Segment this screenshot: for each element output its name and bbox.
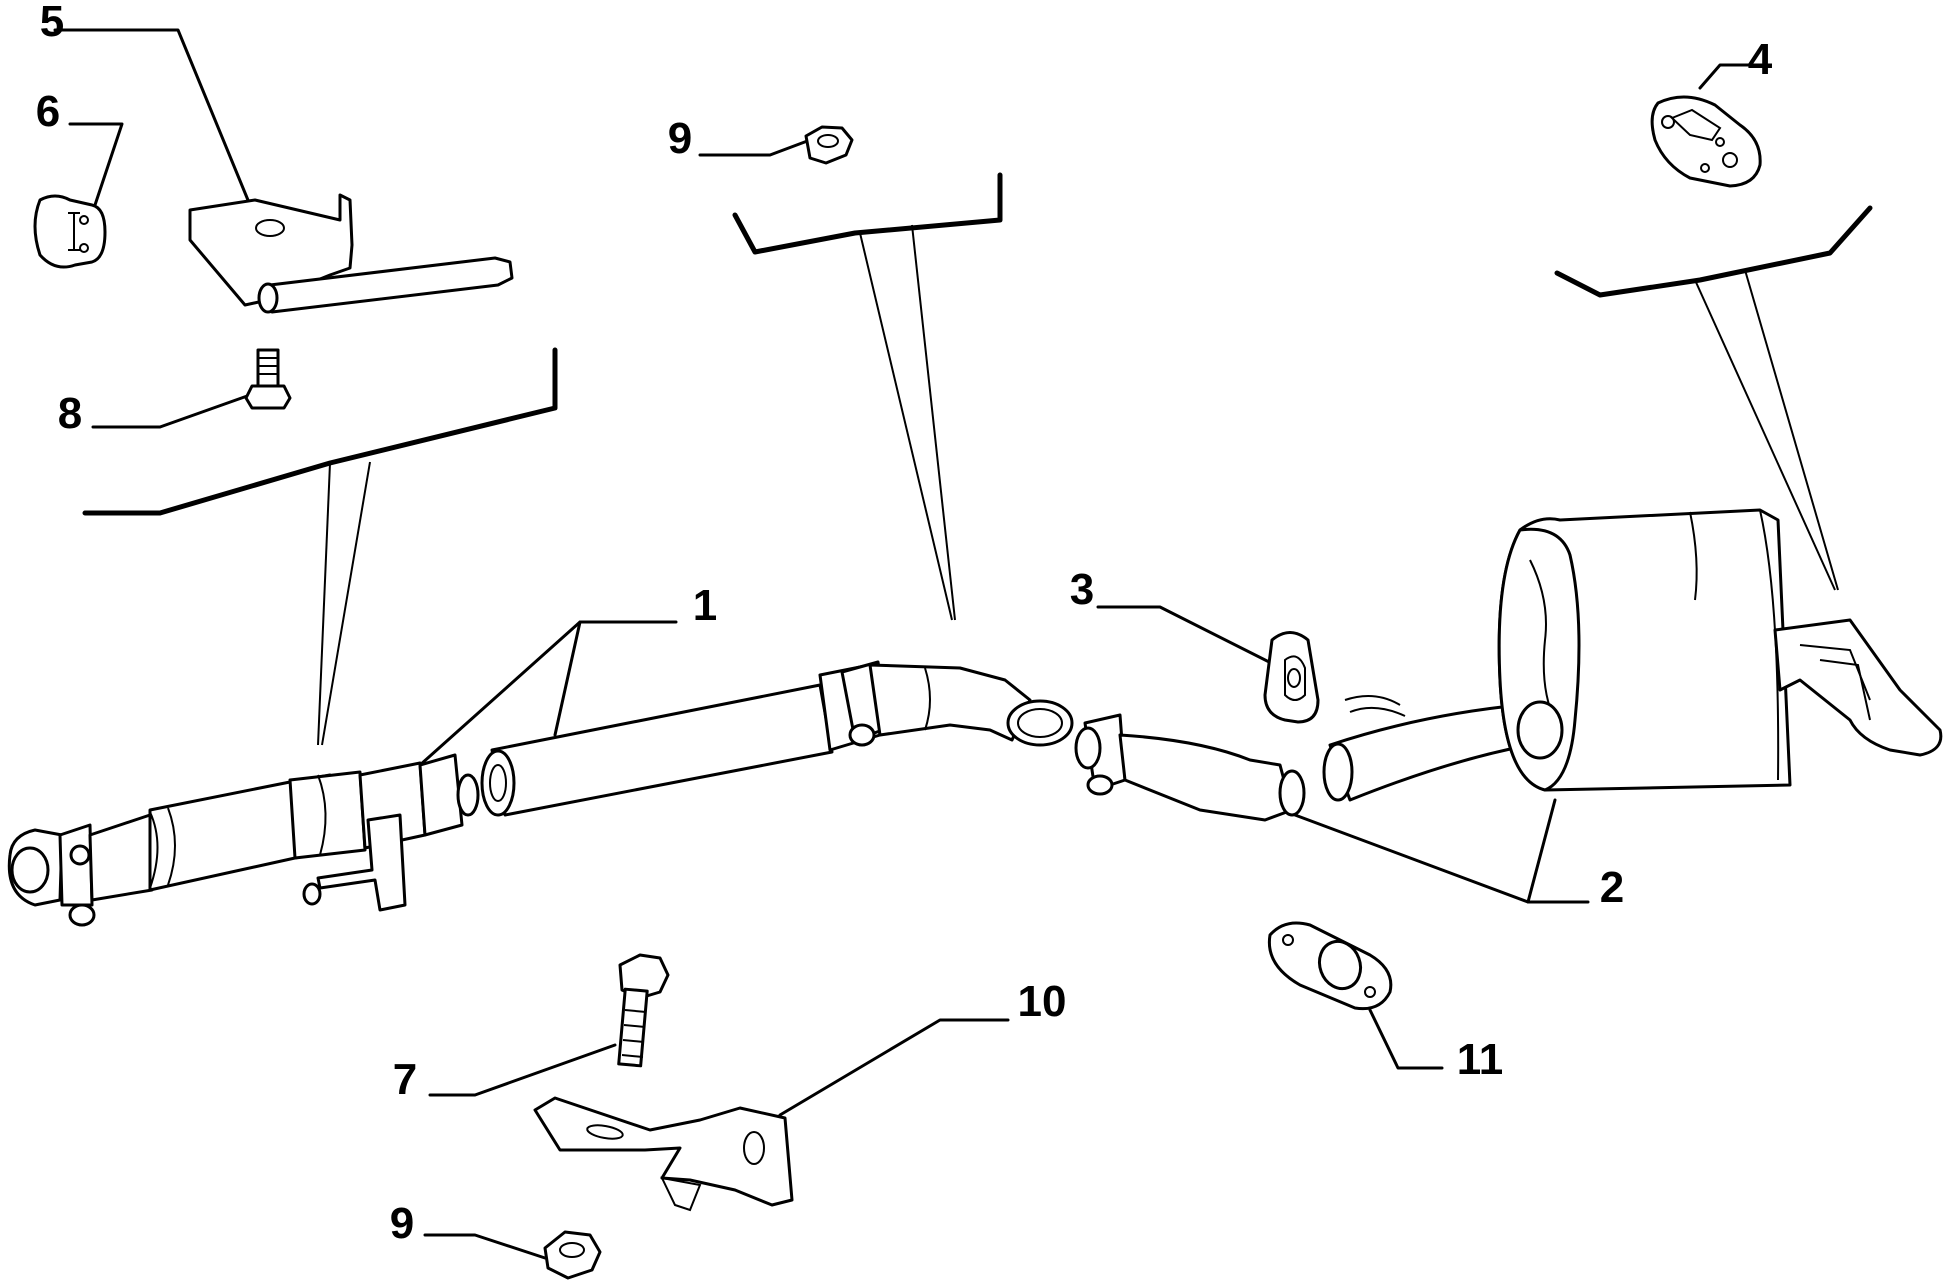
callout-4: 4 xyxy=(1747,35,1773,84)
leader-11 xyxy=(1368,1008,1444,1070)
leader-9-bottom xyxy=(423,1233,547,1260)
callout-6: 6 xyxy=(35,87,61,136)
callout-2: 2 xyxy=(1599,863,1625,912)
leader-1b xyxy=(553,620,582,737)
rubber-hanger-part xyxy=(33,194,107,269)
assembly-indicators xyxy=(82,172,1873,746)
leader-8 xyxy=(91,393,252,429)
leader-10 xyxy=(778,1018,1010,1117)
callout-10: 10 xyxy=(1017,977,1067,1026)
bracket-part xyxy=(533,1096,794,1212)
callout-7: 7 xyxy=(392,1055,418,1104)
callout-5: 5 xyxy=(39,0,65,46)
nut-top-part xyxy=(804,125,854,165)
callout-3: 3 xyxy=(1069,565,1095,614)
leader-4 xyxy=(1698,63,1762,90)
leader-lines xyxy=(53,28,1762,1260)
callout-1: 1 xyxy=(692,581,718,630)
leader-2a xyxy=(1526,798,1590,904)
callout-9-top: 9 xyxy=(667,114,693,163)
leader-7 xyxy=(428,1043,617,1097)
callout-11: 11 xyxy=(1456,1035,1504,1084)
nut-bottom-part xyxy=(543,1230,602,1280)
gasket-part xyxy=(1267,921,1393,1011)
callout-8: 8 xyxy=(57,389,83,438)
rubber-mount-plate-part xyxy=(1650,95,1762,188)
rubber-mount-small-part xyxy=(1263,631,1406,724)
leader-5 xyxy=(53,28,252,207)
screw-part xyxy=(244,348,292,410)
front-pipe-part xyxy=(7,660,1074,927)
leader-3 xyxy=(1096,605,1277,667)
bolt-part xyxy=(617,953,670,1068)
leader-9-top xyxy=(698,138,812,157)
bracket-with-rod-part xyxy=(188,193,514,314)
rear-silencer-part xyxy=(1074,508,1943,822)
leader-6 xyxy=(68,122,124,207)
callout-9-bottom: 9 xyxy=(389,1199,415,1248)
leader-2b xyxy=(1293,813,1530,904)
